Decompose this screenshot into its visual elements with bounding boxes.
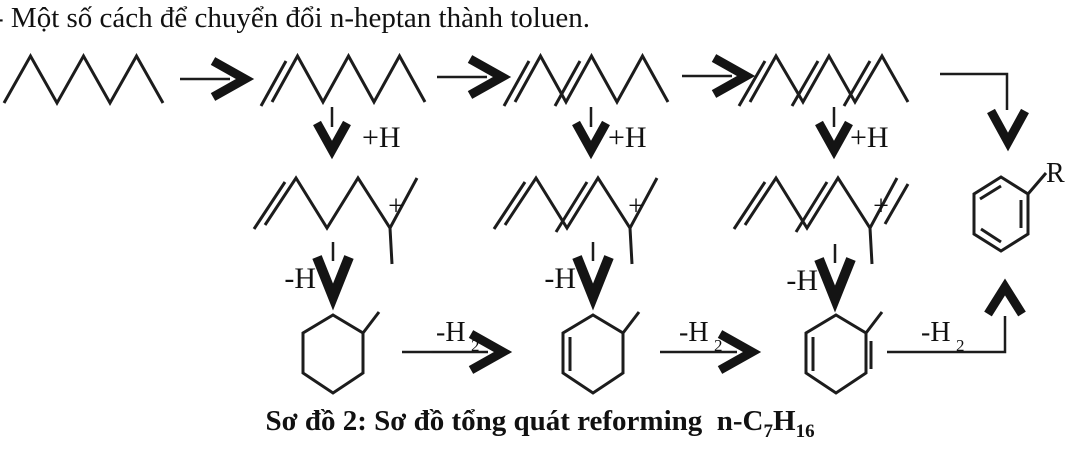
arrow-step-3 xyxy=(682,54,756,98)
remove-h2-sub-2: 2 xyxy=(714,336,723,355)
figure-caption: Sơ đồ 2: Sơ đồ tổng quát reforming n-C7H… xyxy=(0,405,1080,443)
remove-h2-sub-3: 2 xyxy=(956,336,965,355)
arrow-dehydrogenation-1: -H 2 xyxy=(402,317,513,374)
arrow-step-2 xyxy=(437,55,512,99)
add-h-label-1: +H xyxy=(362,121,401,154)
arrow-elbow-to-toluene xyxy=(940,72,1029,152)
structure-aryl-r: R xyxy=(972,158,1065,253)
arrow-step-1 xyxy=(180,57,255,101)
ring-methylcyclohexadiene xyxy=(804,311,884,395)
r-group-label: R xyxy=(1046,158,1065,189)
charge-label-1: + xyxy=(388,191,404,222)
structure-n-heptane xyxy=(2,52,165,107)
remove-h-label-2: -H xyxy=(544,262,576,295)
remove-h2-label-2: -H xyxy=(679,317,709,348)
charge-label-2: + xyxy=(628,191,644,222)
remove-h2-label-1: -H xyxy=(436,317,466,348)
remove-h2-label-3: -H xyxy=(921,317,951,348)
ring-methylcyclohexane xyxy=(301,311,381,395)
arrow-remove-h-2: -H xyxy=(544,242,614,311)
caption-h: H xyxy=(773,405,796,437)
carbocation-2: + xyxy=(492,175,659,265)
add-h-label-3: +H xyxy=(850,121,889,154)
remove-h2-sub-1: 2 xyxy=(471,336,480,355)
structure-heptene xyxy=(259,52,427,107)
caption-sub-16: 16 xyxy=(795,421,815,442)
ring-methylcyclohexene xyxy=(561,311,641,395)
charge-label-3: + xyxy=(873,191,889,222)
remove-h-label-1: -H xyxy=(284,262,316,295)
arrow-dehydrogenation-2: -H 2 xyxy=(660,317,762,374)
arrow-add-h-2: +H xyxy=(572,107,647,160)
arrow-add-h-1: +H xyxy=(313,107,401,160)
caption-sub-7: 7 xyxy=(763,421,774,442)
carbocation-1: + xyxy=(252,175,419,265)
carbocation-3: + xyxy=(732,175,910,265)
remove-h-label-3: -H xyxy=(786,264,818,297)
arrow-remove-h-3: -H xyxy=(786,244,856,313)
arrow-add-h-3: +H xyxy=(815,107,889,160)
add-h-label-2: +H xyxy=(608,121,647,154)
caption-text: Sơ đồ 2: Sơ đồ tổng quát reforming n-C xyxy=(265,405,764,437)
structure-heptatriene xyxy=(737,52,910,107)
structure-heptadiene xyxy=(502,52,670,107)
arrow-remove-h-1: -H xyxy=(284,242,354,311)
page-title: - Một số cách để chuyển đổi n-heptan thà… xyxy=(0,2,590,34)
arrow-dehydrogenation-3: -H 2 xyxy=(887,278,1026,355)
